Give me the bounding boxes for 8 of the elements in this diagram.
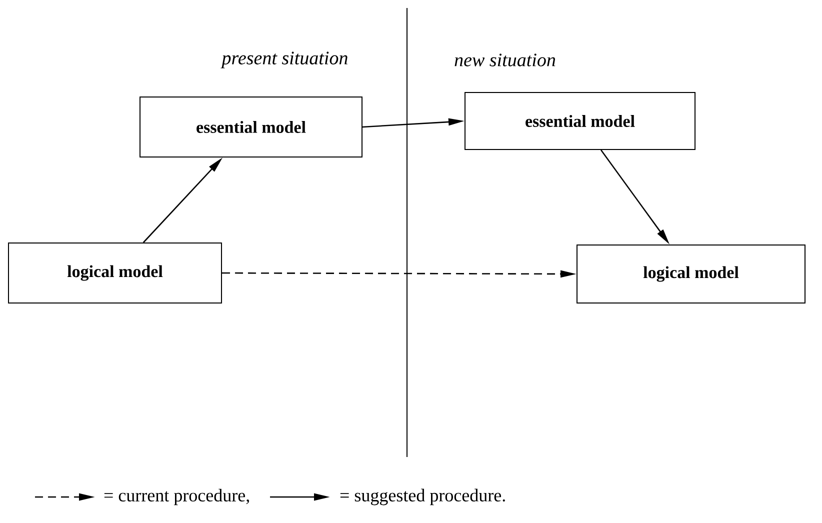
- model-box: essential model: [140, 96, 362, 158]
- situation-heading: present situation: [220, 52, 348, 68]
- legend-text: = suggested procedure.: [340, 488, 505, 506]
- situation-heading: new situation: [454, 54, 556, 66]
- model-box: essential model: [464, 92, 696, 150]
- legend-text: = current procedure,: [104, 488, 249, 506]
- model-box: logical model: [576, 244, 806, 304]
- model-box: logical model: [8, 242, 222, 304]
